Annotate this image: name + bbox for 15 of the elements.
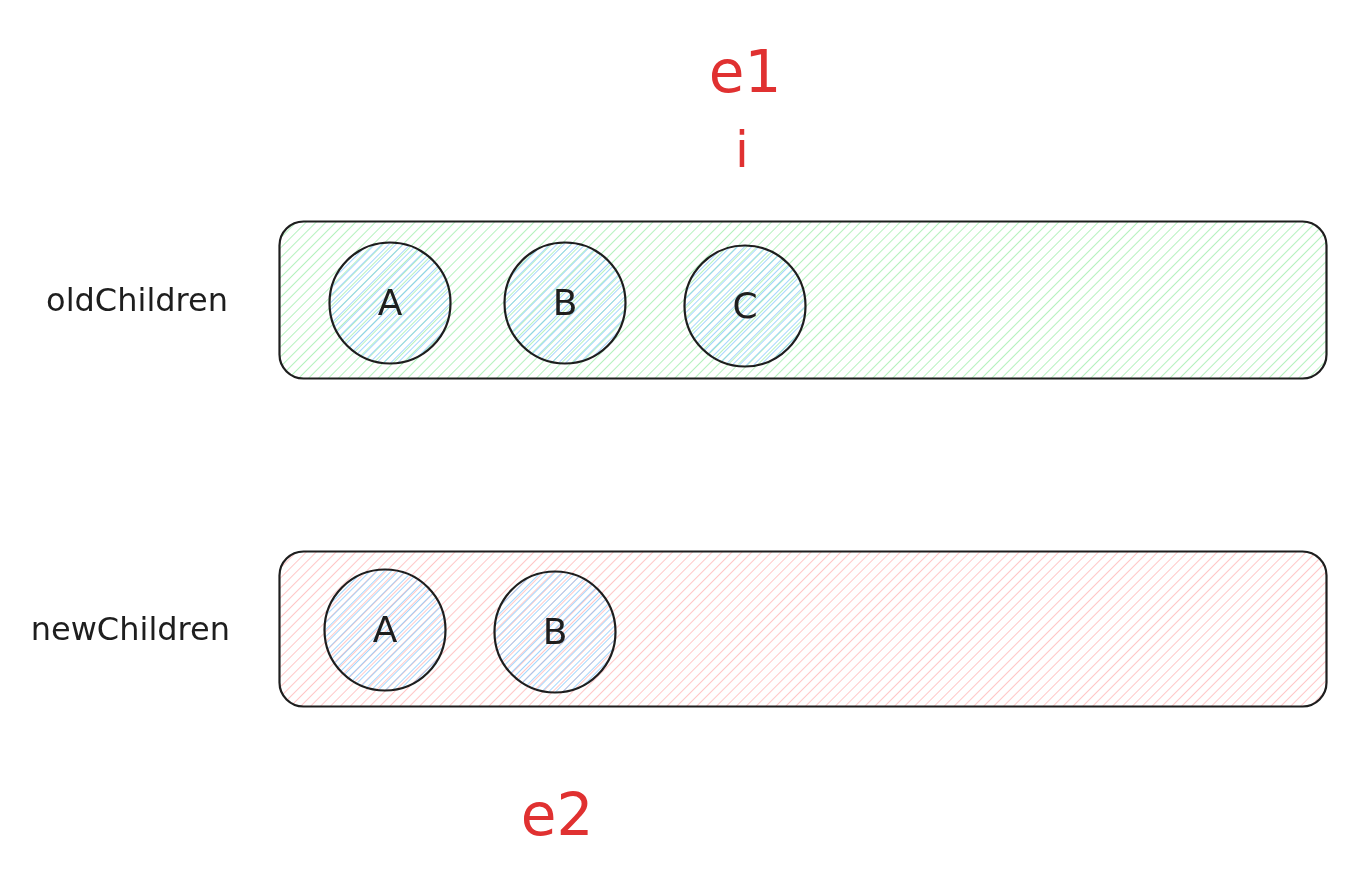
item-letter: B <box>552 285 578 321</box>
item-letter: A <box>372 612 398 648</box>
row-label: oldChildren <box>46 284 228 316</box>
item-circle <box>503 241 627 365</box>
item-circle <box>323 568 447 692</box>
item-letter: C <box>732 288 758 324</box>
item-letter: B <box>542 614 568 650</box>
row-label: newChildren <box>30 613 230 645</box>
item-circle <box>683 244 807 368</box>
item-circle <box>328 241 452 365</box>
pointer-label: e2 <box>520 786 594 844</box>
pointer-label: e1 <box>708 43 782 101</box>
item-circle <box>493 570 617 694</box>
item-letter: A <box>377 285 403 321</box>
pointer-label: i <box>735 125 749 175</box>
